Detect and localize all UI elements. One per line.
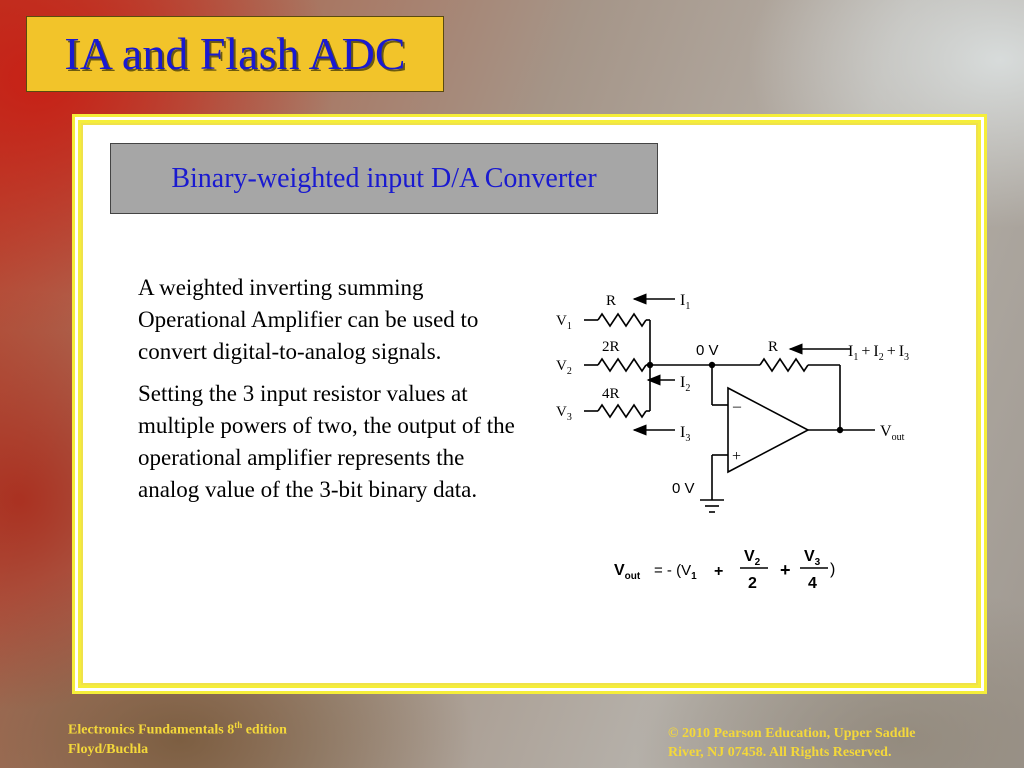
formula-plus-2: + (780, 560, 791, 580)
vout-label: Vout (880, 423, 905, 443)
resistor-r1 (597, 312, 647, 328)
footer-edition: Electronics Fundamentals 8th edition (68, 720, 287, 738)
vout-formula: Vout = - (V1 + V2 2 + V3 4 ) (614, 548, 835, 592)
slide-title-box: IA and Flash ADC (26, 16, 444, 92)
r1-label: R (606, 293, 616, 309)
paragraph-2: Setting the 3 input resistor values at m… (138, 381, 515, 502)
r3-label: 4R (602, 386, 620, 402)
copyright-line-2: River, NJ 07458. All Rights Reserved. (668, 745, 892, 760)
resistor-r2 (597, 357, 647, 373)
i2-label: I2 (680, 374, 690, 394)
fraction-v2-denominator: 2 (748, 575, 757, 592)
formula-eq: = - (V1 (654, 562, 697, 582)
fraction-v2-numerator: V2 (744, 548, 761, 568)
fraction-v3-numerator: V3 (804, 548, 821, 568)
fraction-v3-denominator: 4 (808, 575, 817, 592)
resistor-rf (759, 357, 809, 373)
node-voltage-label: 0 V (696, 342, 719, 359)
v3-label: V3 (556, 404, 572, 423)
copyright-line-1: © 2010 Pearson Education, Upper Saddle (668, 726, 916, 741)
resistor-r3 (597, 403, 647, 419)
footer-copyright: © 2010 Pearson Education, Upper Saddle R… (668, 724, 998, 762)
v1-label: V1 (556, 313, 572, 332)
inverting-sign: – (732, 398, 742, 415)
formula-plus-1: + (714, 563, 723, 580)
formula-lhs: Vout (614, 562, 641, 582)
formula-close: ) (830, 561, 835, 578)
slide-subtitle: Binary-weighted input D/A Converter (171, 162, 597, 194)
paragraph-1: A weighted inverting summing Operational… (138, 275, 479, 364)
footer-book-info: Electronics Fundamentals 8th edition Flo… (68, 716, 287, 759)
slide-title: IA and Flash ADC (64, 28, 406, 79)
subtitle-box: Binary-weighted input D/A Converter (110, 143, 658, 214)
body-text: A weighted inverting summing Operational… (138, 272, 528, 516)
op-amp-triangle (727, 386, 810, 474)
noninverting-sign: + (732, 448, 741, 465)
v2-label: V2 (556, 358, 572, 377)
footer-authors: Floyd/Buchla (68, 741, 149, 757)
rf-label: R (768, 339, 778, 355)
i1-label: I1 (680, 292, 690, 312)
isum-label: I1+I2+I3 (848, 343, 909, 363)
ground-voltage-label: 0 V (672, 480, 695, 497)
r2-label: 2R (602, 339, 620, 355)
dac-circuit-diagram: R 2R 4R R V1 V2 V3 I1 I2 I3 I1+I2+I3 0 V… (556, 292, 909, 513)
i3-label: I3 (680, 424, 690, 444)
